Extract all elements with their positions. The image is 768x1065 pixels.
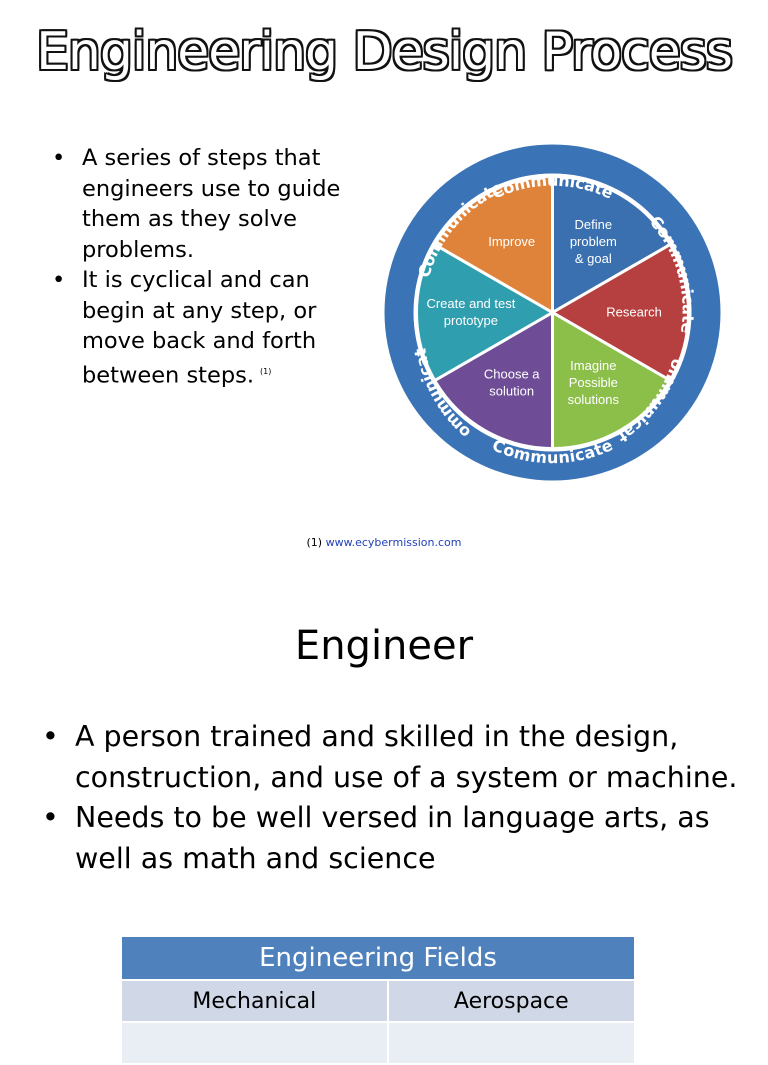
table-row	[122, 1022, 634, 1065]
engineering-fields-table: Engineering Fields Mechanical Aerospace	[122, 937, 634, 1065]
cycle-step-wedge	[551, 309, 673, 451]
citation-marker: (1)	[260, 366, 272, 376]
cycle-step-wedge	[551, 174, 673, 316]
table-cell: Aerospace	[386, 980, 634, 1023]
bullet-item: •A person trained and skilled in the des…	[42, 720, 738, 794]
slide-title: Engineer	[294, 623, 474, 669]
cycle-step-wedge	[432, 174, 554, 316]
citation-number: (1)	[306, 536, 323, 549]
bullet-item: •A series of steps that engineers use to…	[52, 145, 341, 263]
design-cycle-diagram: CommunicateCommunicateCommunicateCommuni…	[380, 140, 723, 483]
cycle-step-label: Research	[606, 305, 662, 320]
table-cell	[386, 1022, 634, 1065]
cycle-step-label: Improve	[488, 234, 535, 249]
cycle-step-wedge	[415, 242, 556, 383]
table-row: Mechanical Aerospace	[122, 980, 634, 1023]
cycle-step-wedge	[549, 242, 690, 383]
bullet-item: •Needs to be well versed in language art…	[42, 801, 710, 875]
table-cell	[122, 1022, 388, 1065]
table-cell: Mechanical	[122, 980, 388, 1023]
bullet-item: •It is cyclical and can begin at any ste…	[52, 267, 317, 388]
source-citation: (1) www.ecybermission.com	[0, 536, 768, 549]
bullet-list: •A series of steps that engineers use to…	[52, 143, 362, 391]
citation-link[interactable]: www.ecybermission.com	[325, 536, 462, 549]
bullet-list: •A person trained and skilled in the des…	[42, 717, 742, 879]
table-header: Engineering Fields	[122, 937, 634, 981]
cycle-step-wedge	[432, 309, 554, 451]
slide-title: Engineering Design Process	[36, 22, 733, 82]
slide-engineering-design-process: Engineering Design Process •A series of …	[0, 22, 768, 549]
slide-engineer: Engineer •A person trained and skilled i…	[0, 585, 768, 1065]
